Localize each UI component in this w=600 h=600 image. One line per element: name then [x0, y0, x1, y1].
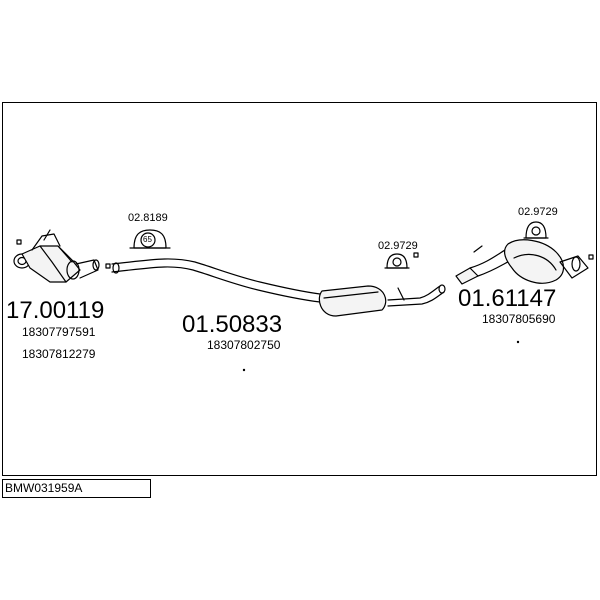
mount-b-part [384, 253, 410, 269]
rear-silencer-ref-1: 18307805690 [482, 312, 556, 326]
catalyst-number: 17.00119 [6, 297, 105, 324]
marker-mid-right [413, 252, 419, 258]
mount-c-part [523, 221, 549, 239]
catalog-code: BMW031959A [2, 479, 151, 498]
middle-pipe-number: 01.50833 [182, 311, 283, 338]
marker-right [588, 254, 594, 260]
rear-silencer-part [455, 239, 589, 285]
middle-pipe-part [111, 258, 446, 317]
mount-a-marking: 65 [143, 235, 152, 244]
catalyst-part [13, 229, 100, 283]
diagram-frame [2, 102, 597, 476]
dot-1 [242, 368, 246, 372]
dot-2 [516, 340, 520, 344]
mount-a-part [129, 229, 171, 249]
middle-pipe-ref-1: 18307802750 [207, 338, 281, 352]
mount-a-number: 02.8189 [128, 212, 168, 224]
rear-silencer-number: 01.61147 [458, 285, 557, 312]
marker-mid-left [105, 263, 111, 269]
marker-left [16, 239, 22, 245]
catalyst-ref-1: 18307797591 [22, 325, 96, 339]
mount-c-number: 02.9729 [518, 206, 558, 218]
catalyst-ref-2: 18307812279 [22, 347, 96, 361]
mount-b-number: 02.9729 [378, 240, 418, 252]
